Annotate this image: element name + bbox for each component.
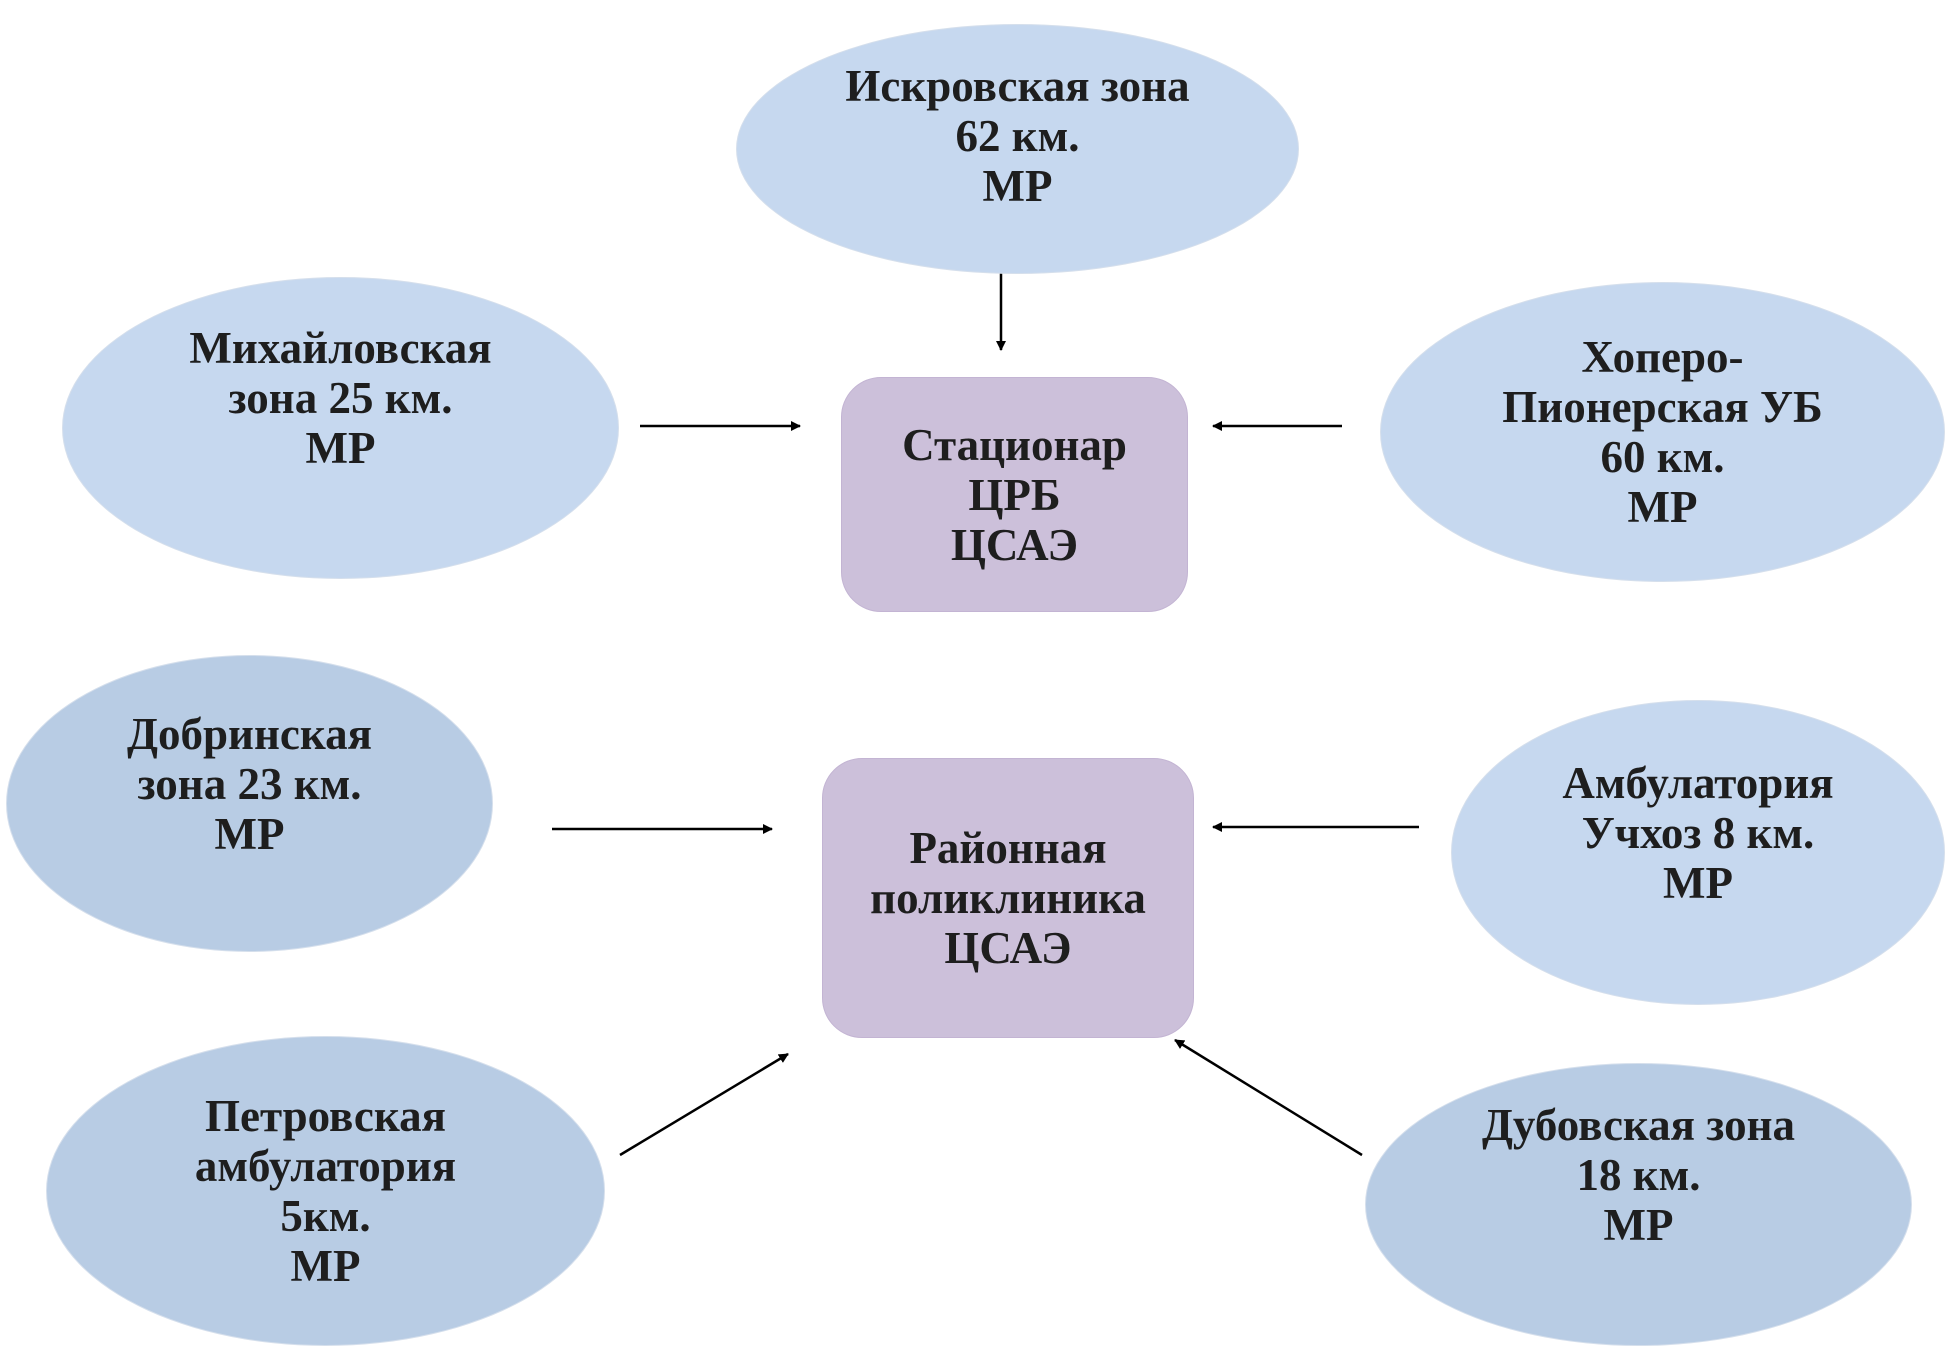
zone-iskrovskaya-line-1: Искровская зона: [845, 61, 1190, 111]
zone-petrovskaya-line-4: МР: [290, 1241, 361, 1291]
zone-iskrovskaya-line-3: МР: [982, 161, 1053, 211]
zone-ambulatoriya-line-2: Учхоз 8 км.: [1581, 807, 1815, 858]
zone-petrovskaya: Петровская амбулатория 5км. МР: [46, 1036, 605, 1346]
zone-dubovskaya-line-2: 18 км.: [1576, 1149, 1701, 1200]
zone-hopero-line-3: 60 км.: [1600, 432, 1725, 482]
zone-iskrovskaya-line-2: 62 км.: [955, 111, 1080, 161]
zone-ambulatoriya-line-1: Амбулатория: [1562, 757, 1834, 808]
zone-dobrinskaya-line-3: МР: [214, 808, 285, 859]
arrow-dubovskaya-to-polyclinic: [1174, 1038, 1363, 1157]
zone-iskrovskaya: Искровская зона 62 км. МР: [736, 24, 1299, 274]
polyclinic-line-1: Районная: [909, 823, 1107, 873]
zone-petrovskaya-line-1: Петровская: [205, 1091, 446, 1141]
zone-dobrinskaya: Добринская зона 23 км. МР: [6, 655, 493, 952]
zone-dubovskaya-line-3: МР: [1603, 1199, 1674, 1250]
zone-mikhaylovskaya-line-2: зона 25 км.: [228, 373, 453, 423]
zone-ambulatoriya-uchkhoz: Амбулатория Учхоз 8 км. МР: [1451, 700, 1945, 1005]
zone-ambulatoriya-line-3: МР: [1663, 857, 1733, 908]
zone-dubovskaya: Дубовская зона 18 км. МР: [1365, 1063, 1912, 1346]
polyclinic-line-2: поликлиника: [870, 873, 1146, 923]
zone-dubovskaya-line-1: Дубовская зона: [1481, 1099, 1796, 1150]
zone-mikhaylovskaya: Михайловская зона 25 км. МР: [62, 277, 619, 579]
zone-hopero-pionerskaya: Хоперо- Пионерская УБ 60 км. МР: [1380, 282, 1945, 582]
polyclinic-box: Районная поликлиника ЦСАЭ: [822, 758, 1194, 1038]
zone-hopero-line-4: МР: [1627, 482, 1698, 532]
zone-dobrinskaya-line-2: зона 23 км.: [137, 758, 362, 809]
hospital-line-3: ЦСАЭ: [950, 519, 1079, 570]
zone-petrovskaya-line-2: амбулатория: [194, 1141, 457, 1191]
zone-dobrinskaya-line-1: Добринская: [127, 708, 372, 759]
zone-mikhaylovskaya-line-1: Михайловская: [189, 323, 492, 373]
arrow-petrovskaya-to-polyclinic: [619, 1052, 789, 1157]
zone-hopero-line-1: Хоперо-: [1581, 332, 1744, 382]
zone-hopero-line-2: Пионерская УБ: [1502, 382, 1823, 432]
hospital-box: Стационар ЦРБ ЦСАЭ: [841, 377, 1188, 612]
zone-mikhaylovskaya-line-3: МР: [305, 423, 376, 473]
polyclinic-line-3: ЦСАЭ: [944, 923, 1072, 973]
hospital-line-2: ЦРБ: [968, 469, 1061, 520]
hospital-line-1: Стационар: [902, 419, 1127, 470]
zone-petrovskaya-line-3: 5км.: [280, 1191, 371, 1241]
